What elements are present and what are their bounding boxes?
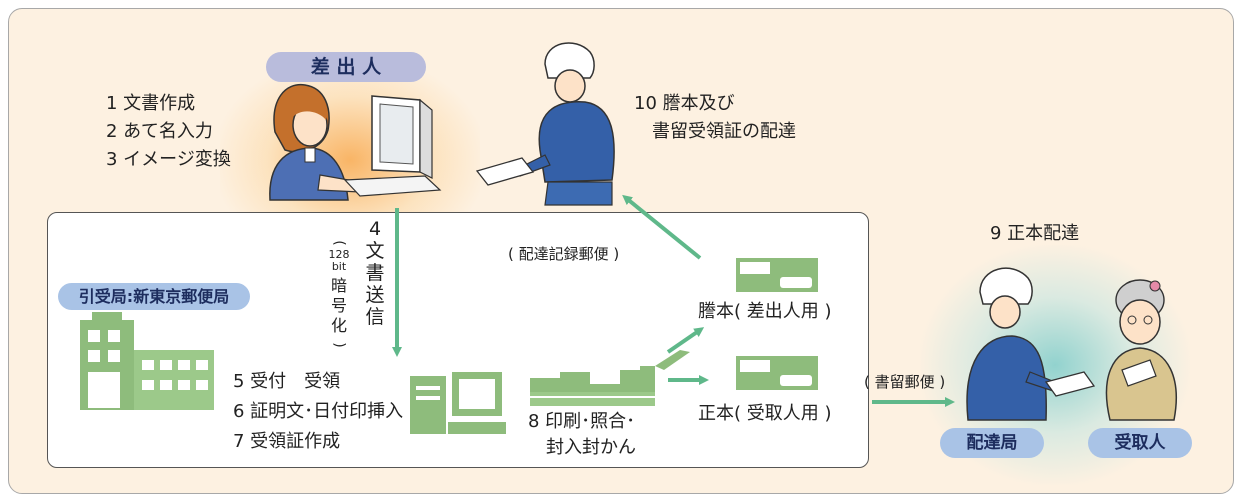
encrypt-char-3: 化 — [330, 316, 347, 335]
step-3: 3 イメージ変換 — [106, 149, 231, 170]
copy-document-label: 謄本( 差出人用 ) — [698, 301, 832, 322]
registered-mail: ( 書留郵便 ) — [864, 373, 946, 391]
step-8-line2: 封入封かん — [546, 437, 636, 458]
step-8-line1: 8 印刷･照合･ — [528, 411, 636, 432]
step-4-char-1: 文 — [365, 240, 385, 262]
step-10-line1: 10 謄本及び — [634, 93, 735, 114]
step-10-line2: 書留受領証の配達 — [652, 121, 796, 142]
delivery-carrier-icon — [966, 267, 1061, 421]
step-4-number: 4 — [368, 218, 382, 240]
step-2: 2 あて名入力 — [106, 121, 213, 142]
recipient-elder-icon — [1105, 279, 1177, 421]
step-4-char-4: 信 — [365, 306, 385, 328]
original-document-label: 正本( 受取人用 ) — [698, 403, 832, 424]
original-document-icon — [736, 356, 818, 390]
step-4-char-2: 書 — [365, 262, 385, 284]
sender-person-icon — [269, 84, 361, 201]
computer-icon — [343, 95, 442, 197]
delivery-office-label: 配達局 — [940, 428, 1044, 458]
step-6: 6 証明文･日付印挿入 — [233, 401, 404, 422]
terminal-icon — [410, 372, 506, 434]
encrypt-note-128: 128 — [328, 248, 350, 261]
copy-output-arrow — [666, 327, 705, 354]
step-1: 1 文書作成 — [106, 93, 196, 114]
step-4-char-3: 送 — [365, 284, 385, 306]
printer-machine-icon — [530, 350, 690, 406]
mail-carrier-icon — [514, 42, 615, 206]
receiving-office-label: 引受局:新東京郵便局 — [58, 283, 250, 310]
encrypt-note-bit: bit — [331, 260, 347, 273]
encrypt-paren-close: ) — [331, 342, 347, 348]
step-9: 9 正本配達 — [990, 223, 1080, 244]
delivery-record-mail: ( 配達記録郵便 ) — [508, 245, 620, 263]
sender-label: 差 出 人 — [266, 52, 426, 82]
recipient-label: 受取人 — [1088, 428, 1192, 458]
delivery-envelope-icon — [1044, 371, 1096, 397]
copy-return-arrow — [622, 194, 702, 260]
encrypt-char-2: 号 — [330, 296, 347, 315]
copy-document-icon — [736, 258, 818, 292]
encrypt-char-1: 暗 — [330, 276, 347, 295]
post-office-building-icon — [80, 312, 214, 410]
step-5: 5 受付 受領 — [233, 371, 341, 392]
envelope-icon — [475, 157, 535, 186]
step-7: 7 受領証作成 — [233, 431, 341, 452]
